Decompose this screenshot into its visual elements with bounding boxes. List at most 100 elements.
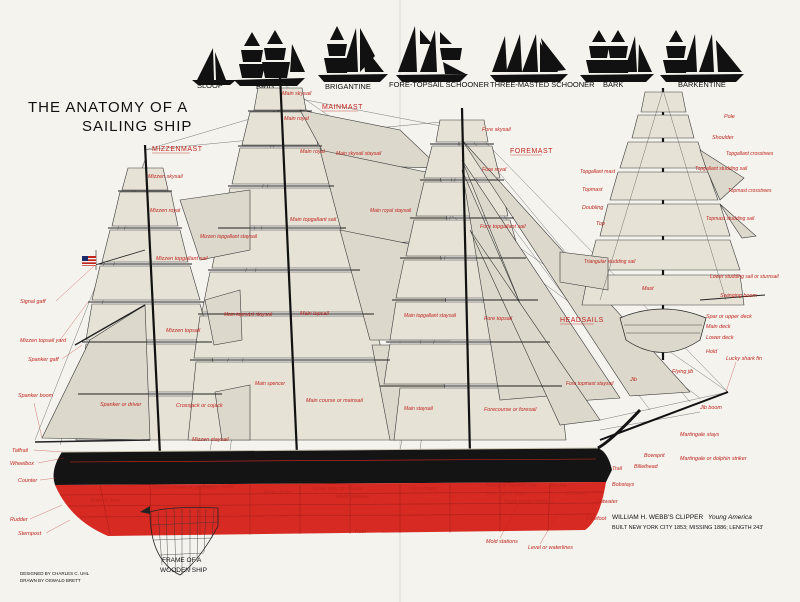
section-label-foremast: FOREMAST (510, 148, 553, 155)
label-plank-sheer: Plank sheer molding (504, 499, 553, 505)
label-main-topgallant-sail: Main topgallant sail (290, 217, 337, 223)
hull-labels: Buttock lines Mizzen chains or channels … (90, 356, 762, 551)
mizzen-royal (111, 191, 179, 227)
mizzen-staysail (214, 384, 251, 441)
credit-designed: DESIGNED BY CHARLES C. UHL (20, 571, 90, 576)
label-taffrail: Taffrail (12, 448, 29, 454)
mizzen-topmast-staysail (204, 289, 243, 346)
label-counter: Counter (18, 478, 37, 484)
label-bowsprit: Bowsprit (644, 453, 665, 459)
three-masted-schooner-silhouette (490, 34, 568, 82)
ship-type-label-three-masted-schooner: THREE-MASTED SCHOONER (490, 80, 595, 89)
label-main-deck: Main deck (706, 324, 731, 330)
label-trail: Trail (612, 466, 623, 472)
wooden-ship-frame (140, 506, 219, 576)
hull (53, 408, 642, 536)
spanker-boom-spar (34, 439, 151, 443)
jib-sail (461, 159, 621, 403)
brig-silhouette (234, 30, 305, 86)
sloop-silhouette (192, 48, 236, 85)
topgallant-studding-sail (699, 149, 745, 201)
fore-topsail-schooner-silhouette (396, 26, 468, 82)
ship-type-label-sloop: SLOOP (197, 81, 223, 90)
label-mizzen-topgallant-staysail: Mizzen topgallant staysail (200, 234, 258, 240)
label-shoulder: Shoulder (712, 135, 734, 141)
mast-detail-labels: Pole Shoulder Topgallant crosstrees Topg… (580, 114, 780, 355)
ship-types-row (192, 26, 744, 86)
label-level-lines: Level or waterlines (528, 545, 573, 551)
label-spar-deck: Spar or upper deck (706, 314, 752, 320)
ship-type-label-fore-topsail-schooner: FORE-TOPSAIL SCHOONER (389, 80, 490, 89)
label-fore-topmast-staysail: Fore topmast staysail (566, 381, 614, 387)
mizzen-upper-topsail (91, 265, 201, 301)
label-fore-royal: Fore royal (482, 167, 507, 173)
label-main-royal: Main royal (300, 149, 326, 155)
hull-bottom (55, 482, 606, 536)
label-top: Top (596, 221, 605, 227)
label-main-staysail: Main staysail (404, 406, 434, 412)
label-mizzen-staysail: Mizzen staysail (192, 437, 229, 443)
label-jib-boom: Jib boom (699, 405, 722, 411)
label-cathead: Cathead (566, 491, 587, 497)
label-wheelbox: Wheelbox (10, 461, 34, 467)
sail-labels: Main skysail Main royal Main royal Main … (100, 91, 722, 443)
yards (78, 110, 562, 395)
signal-gaff-spar (94, 249, 146, 266)
label-spanker: Spanker or driver (100, 402, 142, 408)
label-topmast-studding-sail: Topmast studding sail (706, 216, 755, 222)
masts (34, 74, 729, 456)
ship-type-label-barkentine: BARKENTINE (678, 80, 726, 89)
fore-royal-upper (423, 145, 501, 179)
label-anchor: Anchor (549, 483, 567, 489)
label-crossjack: Crossjack or cojack (176, 403, 223, 409)
label-main-skysail: Main skysail (282, 91, 312, 97)
label-spanker-gaff: Spanker gaff (28, 357, 59, 363)
label-jib: Jib (629, 377, 637, 383)
frame-label-line-2: WOODEN SHIP (160, 567, 207, 574)
label-martingale: Martingale or dolphin striker (680, 456, 747, 462)
section-label-mainmast: MAINMAST (322, 104, 363, 111)
label-fancy-rail: Fancy or monkey rail (486, 483, 537, 489)
label-spare-spar: Spare spar on house (312, 486, 362, 492)
flag (82, 250, 97, 270)
left-labels: Signal gaff Mizzen topsail yard Spanker … (10, 264, 96, 537)
label-main-spencer: Main spencer (255, 381, 285, 387)
label-spanker-boom: Spanker boom (18, 393, 54, 399)
bowsprit-spar (599, 391, 729, 441)
label-doubling: Doubling (582, 205, 603, 211)
foremast (460, 107, 472, 456)
label-fore-chains: Fore chains (410, 486, 438, 492)
label-signal-gaff: Signal gaff (20, 299, 46, 305)
label-rudder: Rudder (10, 517, 28, 523)
inner-jib-sail (469, 229, 601, 426)
brigantine-silhouette (318, 26, 388, 82)
label-pole: Pole (724, 114, 735, 120)
caption-details: BUILT NEW YORK CITY 1853; MISSING 1886; … (612, 525, 763, 531)
cutwater-stem (597, 408, 642, 450)
label-hold: Hold (706, 349, 718, 355)
mizzen-skysail (121, 167, 169, 191)
label-topmast: Topmast (582, 187, 603, 193)
main-royal-upper (241, 111, 319, 146)
caption-name: WILLIAM H. WEBB'S CLIPPER (612, 514, 703, 521)
label-keel: Keel (355, 529, 367, 535)
label-martingale-stays: Martingale stays (680, 432, 720, 438)
label-cutwater: Cutwater (596, 499, 618, 505)
label-topgallant-crosstrees: Topgallant crosstrees (726, 151, 774, 157)
ship-type-label-brig: BRIG (256, 82, 275, 91)
label-topgallant-studding-sail: Topgallant studding sail (695, 166, 748, 172)
label-mizzen-chains: Mizzen chains or channels (152, 485, 216, 491)
section-label-headsails: HEADSAILS (560, 317, 604, 324)
ship-type-label-brigantine: BRIGANTINE (325, 82, 371, 91)
label-lower-studding-sail: Lower studding sail or sturnsail (710, 274, 780, 280)
label-fore-skysail: Fore skysail (482, 127, 512, 133)
label-main-rail: Main rail or sheer (486, 491, 528, 497)
bark-silhouette (580, 30, 654, 82)
label-topmast-crosstrees: Topmast crosstrees (728, 188, 772, 194)
hull-topsides (53, 448, 612, 485)
label-triangular-studding-sail: Triangular studding sail (584, 259, 636, 265)
label-swinging-boom: Swinging boom (720, 293, 757, 299)
section-label-mizzenmast: MIZZENMAST (152, 146, 203, 153)
